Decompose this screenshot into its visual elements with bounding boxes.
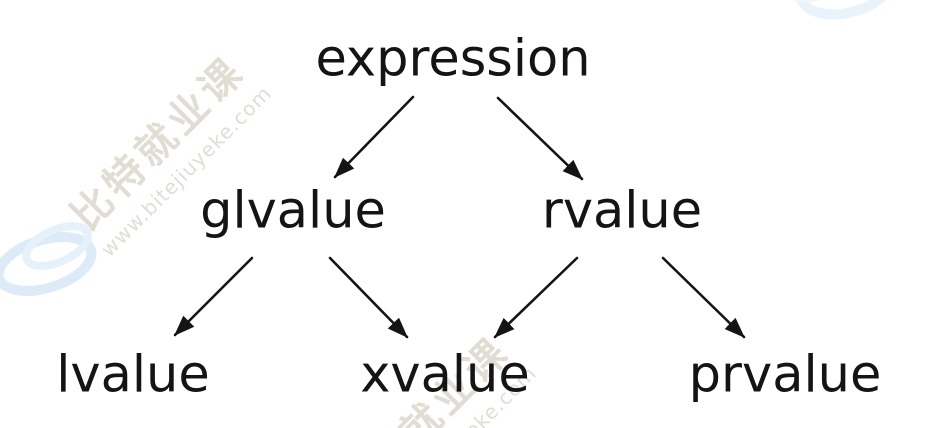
node-label-lvalue: lvalue bbox=[56, 345, 210, 405]
node-label-prvalue: prvalue bbox=[688, 345, 882, 405]
node-label-expression: expression bbox=[315, 29, 591, 89]
node-label-xvalue: xvalue bbox=[360, 345, 530, 405]
node-label-glvalue: glvalue bbox=[200, 181, 386, 241]
node-label-rvalue: rvalue bbox=[541, 181, 703, 241]
